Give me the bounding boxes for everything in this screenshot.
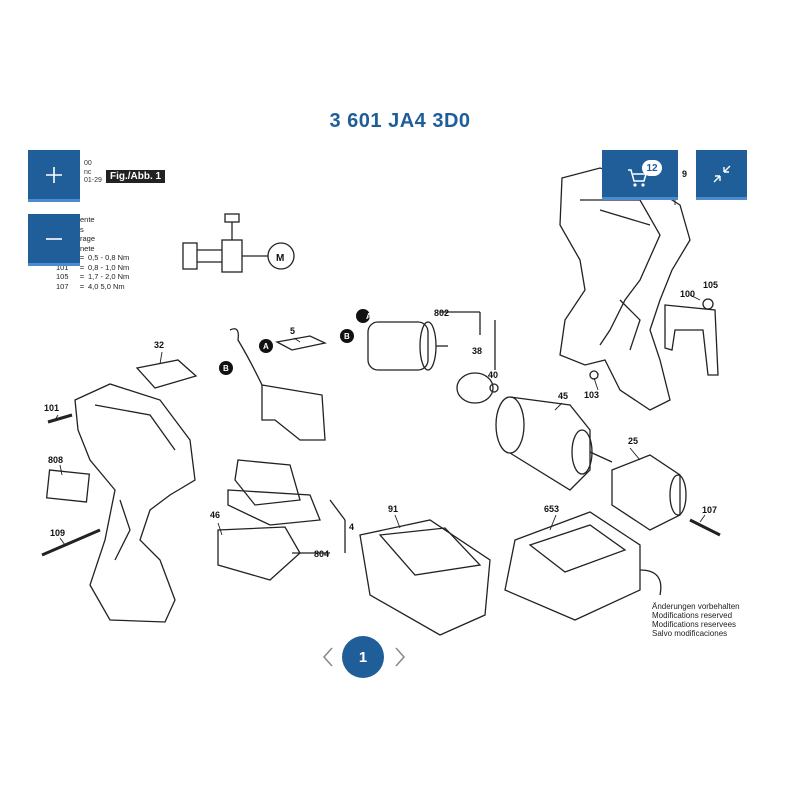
zoom-out-button[interactable]: [28, 214, 80, 266]
minus-icon: [46, 237, 62, 240]
page-title: 3 601 JA4 3D0: [329, 110, 471, 132]
legend-line: ente: [80, 215, 95, 224]
motor-802: [367, 311, 496, 371]
motor-symbol-label: M: [276, 253, 284, 264]
marker-a: [356, 309, 370, 323]
part-32: [135, 359, 198, 389]
torque-row: 107=4,0 5,0 Nm: [56, 281, 125, 291]
screw-101: [47, 413, 73, 424]
part-label-105: 105: [703, 280, 718, 290]
torque-legend: ente s rage nete =0,5 - 0,8 Nm 101=0,8 -…: [56, 215, 158, 291]
gearbox-45: [495, 396, 613, 491]
part-label-9: 9: [682, 169, 687, 179]
marker-b: [340, 329, 354, 343]
cart-button[interactable]: 12: [602, 150, 678, 200]
charger-653: [504, 511, 662, 621]
torque-row: 101=0,8 - 1,0 Nm: [56, 262, 130, 272]
part-label-91: 91: [388, 504, 398, 514]
part-label-101: 101: [44, 403, 59, 413]
chevron-left-icon[interactable]: [320, 646, 336, 668]
part-label-40: 40: [488, 370, 498, 380]
chevron-right-icon[interactable]: [392, 646, 408, 668]
label-808: [45, 469, 91, 503]
marker-b-label: B: [223, 364, 229, 373]
marker-a: [259, 339, 273, 353]
screw-103: [589, 370, 599, 380]
bit-109: [41, 528, 101, 557]
torque-row: 105=1,7 - 2,0 Nm: [56, 272, 130, 281]
housing-half-right: [559, 167, 691, 411]
chuck-25: [611, 454, 687, 531]
notice-line: Änderungen vorbehalten: [652, 602, 740, 611]
screw-105: [702, 298, 714, 310]
part-804: [217, 526, 301, 581]
legend-line: rage: [80, 234, 96, 243]
part-label-5: 5: [290, 326, 295, 336]
part-label-103: 103: [584, 390, 599, 400]
torque-row: =0,5 - 0,8 Nm: [79, 253, 130, 262]
marker-b-label: B: [344, 332, 350, 341]
ring-40: [489, 383, 499, 393]
wiring-schematic: [182, 213, 295, 273]
part-label-109: 109: [50, 528, 65, 538]
part-label-802: 802: [434, 308, 449, 318]
switch-assembly: [227, 328, 326, 526]
notice-line: Salvo modificaciones: [652, 629, 728, 638]
part-label-808: 808: [48, 455, 63, 465]
screw-107: [689, 518, 721, 537]
part-label-45: 45: [558, 391, 568, 401]
plus-icon: [46, 166, 62, 183]
marker-a-label: A: [366, 312, 372, 321]
housing-half-left: [74, 383, 196, 623]
cart-count-badge: 12: [642, 160, 662, 176]
zoom-in-button[interactable]: [28, 150, 80, 202]
part-label-32: 32: [154, 340, 164, 350]
modification-notice: Änderungen vorbehalten Modifications res…: [652, 602, 740, 638]
header-line: 00: [84, 160, 92, 167]
current-page-button[interactable]: 1: [342, 636, 384, 678]
part-label-38: 38: [472, 346, 482, 356]
ring-38: [456, 372, 494, 404]
part-label-4: 4: [349, 522, 354, 532]
part-label-100: 100: [680, 289, 695, 299]
header-line: nc: [84, 168, 92, 176]
part-label-804: 804: [314, 549, 329, 559]
part-100: [664, 304, 719, 376]
figure-tag: Fig./Abb. 1: [106, 170, 166, 183]
marker-a-label: A: [263, 342, 269, 351]
part-5: [275, 335, 328, 351]
figure-header: 00 nc 01-29: [84, 160, 102, 186]
marker-b: [219, 361, 233, 375]
pagination: 1: [320, 636, 410, 680]
legend-line: nete: [80, 243, 95, 253]
legend-line: s: [80, 224, 84, 234]
part-label-46: 46: [210, 510, 220, 520]
header-line: 01-29: [84, 177, 102, 184]
notice-line: Modifications reserved: [652, 611, 733, 620]
collapse-view-button[interactable]: [696, 150, 747, 200]
battery-91: [359, 519, 491, 636]
part-label-25: 25: [628, 436, 638, 446]
notice-line: Modifications reservees: [652, 620, 737, 629]
part-label-653: 653: [544, 504, 559, 514]
part-label-107: 107: [702, 505, 717, 515]
collapse-arrows-icon: [713, 165, 730, 182]
